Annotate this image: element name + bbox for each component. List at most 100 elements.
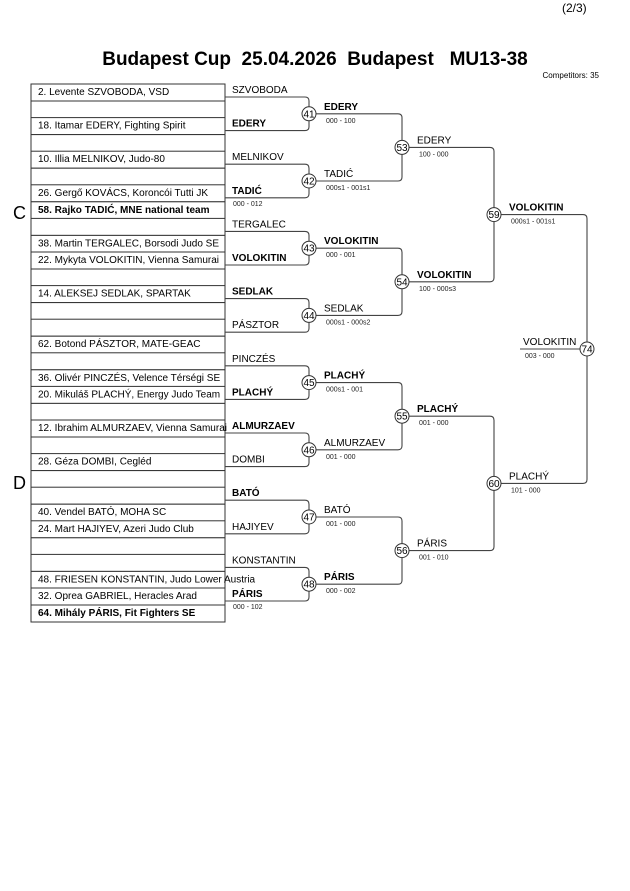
match-number: 44 <box>303 311 315 322</box>
entry-name: MELNIKOV <box>232 152 284 163</box>
match-number: 54 <box>396 277 408 288</box>
page-indicator: (2/3) <box>562 1 587 15</box>
winner-name: TADIĆ <box>324 167 353 180</box>
competitor-name: 2. Levente SZVOBODA, VSD <box>38 87 169 98</box>
competitor-name: 20. Mikuláš PLACHÝ, Energy Judo Team <box>38 387 220 400</box>
entry-name: SEDLAK <box>232 287 274 298</box>
winner-name: VOLOKITIN <box>523 337 576 348</box>
winner-name: VOLOKITIN <box>509 203 563 214</box>
competitor-block <box>30 217 226 253</box>
entry-name: EDERY <box>232 119 266 130</box>
match-score: 101 - 000 <box>511 487 541 494</box>
competitor-block <box>30 117 226 153</box>
competitor-block <box>30 150 226 186</box>
bracket-line <box>409 415 495 552</box>
match-score: 000s1 - 000s2 <box>326 319 370 326</box>
match-number: 46 <box>303 445 315 456</box>
match-score: 001 - 000 <box>326 454 356 461</box>
entry-score: 000 - 102 <box>233 604 263 611</box>
match-score: 000s1 - 001 <box>326 387 363 394</box>
entry-name: PLACHÝ <box>232 385 273 398</box>
winner-name: SEDLAK <box>324 303 364 314</box>
match-53: 53 EDERY 100 - 000 <box>394 135 452 158</box>
competitor-block <box>30 83 226 119</box>
competitor-row <box>30 604 226 623</box>
match-number: 60 <box>488 479 500 490</box>
winner-name: PLACHÝ <box>417 402 458 415</box>
entry-name: TADIĆ <box>232 184 262 197</box>
match-number-circle <box>301 173 317 189</box>
match-number: 53 <box>396 143 408 154</box>
pool-label-d: D <box>13 473 26 493</box>
entry-name: HAJIYEV <box>232 522 274 533</box>
competitor-block <box>30 385 226 421</box>
entry-name: PÁRIS <box>232 587 263 600</box>
competitor-row <box>30 352 226 371</box>
competitor-row <box>30 302 226 321</box>
winner-name: EDERY <box>417 135 452 146</box>
match-number: 45 <box>303 378 315 389</box>
match-number: 59 <box>488 210 500 221</box>
match-number-circle <box>301 375 317 391</box>
entry-name: DOMBI <box>232 455 265 466</box>
match-score: 000 - 001 <box>326 252 356 259</box>
match-number: 43 <box>303 244 315 255</box>
winner-name: VOLOKITIN <box>324 236 378 247</box>
competitor-block <box>30 587 226 623</box>
competitor-row <box>30 134 226 153</box>
page-title: Budapest Cup 25.04.2026 Budapest MU13-38 <box>102 49 528 70</box>
winner-name: BATÓ <box>324 503 351 516</box>
competitor-row <box>30 436 226 455</box>
competitor-row <box>30 167 226 186</box>
match-score: 000s1 - 001s1 <box>511 219 555 226</box>
competitor-row <box>30 268 226 287</box>
entry-name: VOLOKITIN <box>232 253 286 264</box>
competitor-row <box>30 470 226 489</box>
competitor-block <box>30 251 226 287</box>
competitor-name: 64. Mihály PÁRIS, Fit Fighters SE <box>38 606 196 619</box>
competitor-block <box>30 352 226 388</box>
competitor-block <box>30 520 226 556</box>
match-number-circle <box>301 307 317 323</box>
competitor-block <box>30 184 226 220</box>
match-44: 44 SEDLAK 000s1 - 000s2 <box>301 303 370 326</box>
match-number: 48 <box>303 580 315 591</box>
match-score: 100 - 000 <box>419 151 449 158</box>
competitor-row <box>30 402 226 421</box>
competitor-name: 32. Oprea GABRIEL, Heracles Arad <box>38 591 197 602</box>
competitors-count: Competitors: 35 <box>543 71 600 80</box>
competitor-name: 22. Mykyta VOLOKITIN, Vienna Samurai <box>38 255 219 266</box>
match-score: 001 - 000 <box>419 420 449 427</box>
winner-name: PÁRIS <box>417 537 447 550</box>
competitor-block <box>30 553 226 589</box>
competitor-block <box>30 419 226 455</box>
winner-name: VOLOKITIN <box>417 270 471 281</box>
entry-name: SZVOBODA <box>232 85 288 96</box>
match-number: 47 <box>303 513 315 524</box>
match-score: 000s1 - 001s1 <box>326 185 370 192</box>
match-number: 74 <box>581 345 593 356</box>
competitor-row <box>30 553 226 572</box>
competitor-name: 36. Olivér PINCZÉS, Velence Térségi SE <box>38 371 220 384</box>
match-number-circle <box>301 106 317 122</box>
competitor-block <box>30 285 226 321</box>
winner-name: PLACHÝ <box>324 369 365 382</box>
competitor-name: 40. Vendel BATÓ, MOHA SC <box>38 505 166 518</box>
competitor-row <box>30 318 226 337</box>
match-number-circle <box>394 139 410 155</box>
competitor-name: 14. ALEKSEJ SEDLAK, SPARTAK <box>38 289 191 300</box>
match-number-circle <box>394 543 410 559</box>
match-number-circle <box>579 341 595 357</box>
competitor-name: 18. Itamar EDERY, Fighting Spirit <box>38 121 186 132</box>
entry-name: TERGALEC <box>232 219 286 230</box>
competitor-row <box>30 486 226 505</box>
match-score: 003 - 000 <box>525 353 555 360</box>
match-number-circle <box>394 408 410 424</box>
entry-name: PÁSZTOR <box>232 318 279 331</box>
